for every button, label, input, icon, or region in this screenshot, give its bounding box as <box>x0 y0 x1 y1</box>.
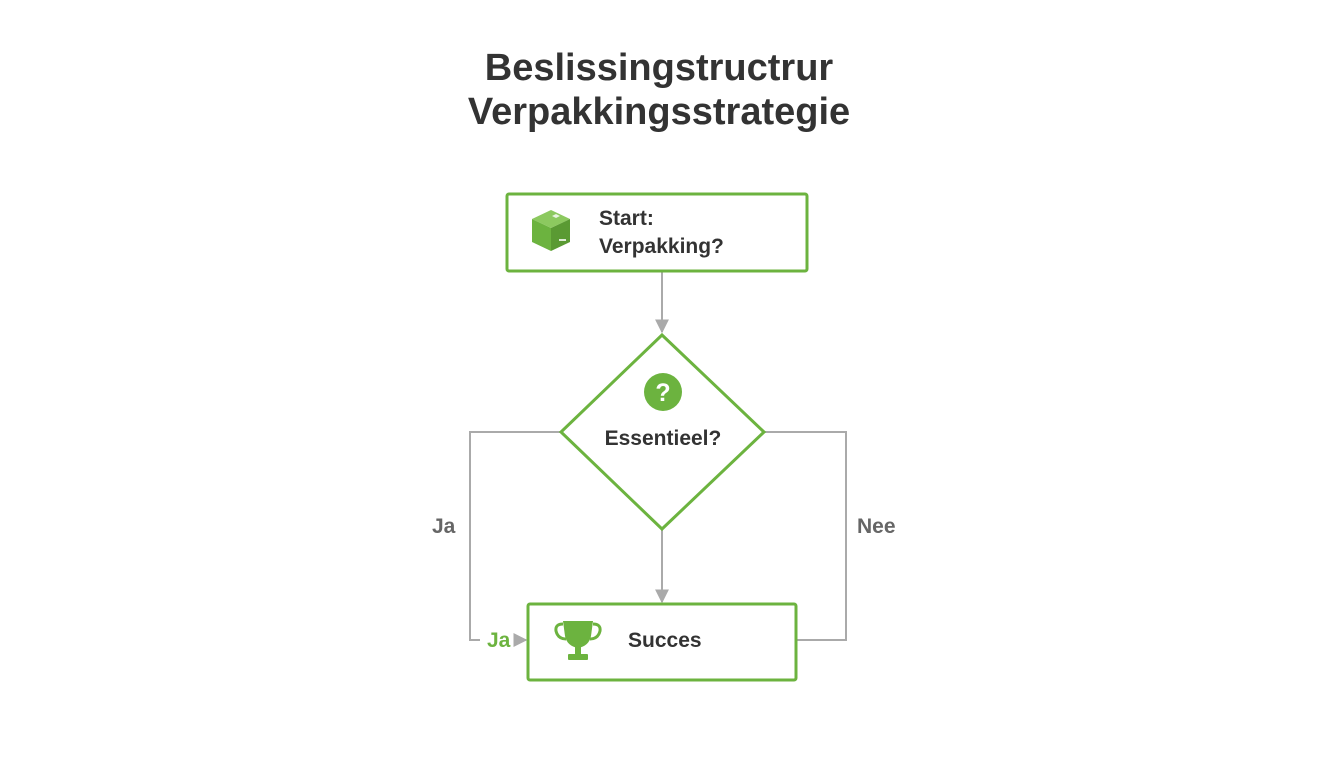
edge-label-ja-arrow: Ja <box>487 629 511 652</box>
decision-node-label: Essentieel? <box>604 427 722 450</box>
start-node-label-line-1: Start: <box>599 207 654 230</box>
edge-label-nee: Nee <box>857 515 896 538</box>
diagram-title-line-1: Beslissingstructrur <box>484 47 834 89</box>
start-node <box>505 192 809 273</box>
connector-left-ja-path <box>469 431 561 641</box>
package-box-icon <box>532 210 570 251</box>
question-circle-icon: ? <box>644 373 682 411</box>
connector-right-nee-path <box>764 431 847 641</box>
start-node-label-line-2: Verpakking? <box>599 235 724 258</box>
trophy-icon <box>554 621 602 660</box>
decision-node <box>558 332 767 532</box>
diagram-title-line-2: Verpakkingsstrategie <box>467 91 851 133</box>
svg-text:?: ? <box>655 379 670 407</box>
success-node-label: Succes <box>628 629 702 652</box>
edge-label-ja: Ja <box>432 515 456 538</box>
